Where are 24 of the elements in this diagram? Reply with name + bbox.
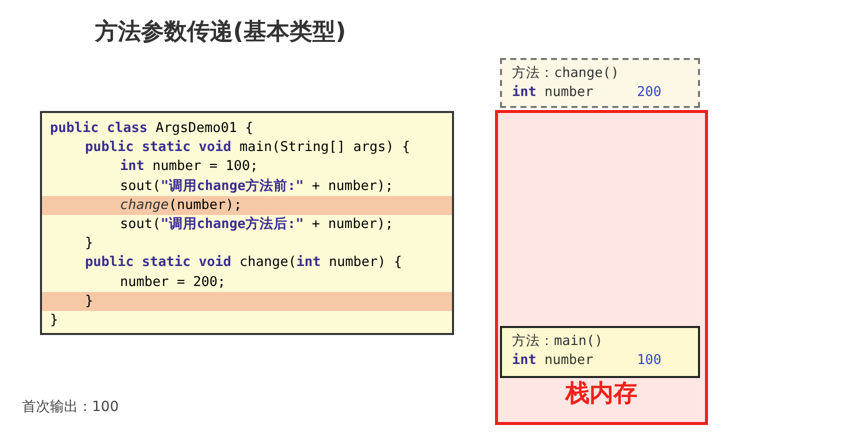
stack-frame [500,58,700,108]
variable-name: int number [512,84,594,100]
code-line: sout("调用change方法前:" + number); [120,176,394,196]
variable-value: 200 [637,84,662,100]
code-line: public static void change(int number) { [85,253,402,272]
variable-name: int number [512,352,594,368]
code-line: sout("调用change方法后:" + number); [120,215,394,234]
memory-label: 栈内存 [564,378,638,409]
slide-title: 方法参数传递(基本类型) [95,18,346,47]
code-line: } [85,292,94,311]
frame-heading: 方法：change() [512,64,620,82]
stack-frame [500,326,700,378]
code-line: public class ArgsDemo01 { [50,119,254,138]
code-line: int number = 100; [120,157,258,176]
frame-heading: 方法：main() [512,332,603,350]
variable-value: 100 [637,352,662,368]
output-note: 首次输出：100 [22,398,119,416]
code-line: change(number); [120,196,242,215]
code-line: } [50,311,58,330]
code-line: } [85,234,94,254]
code-line: public static void main(String[] args) { [85,138,410,158]
code-panel [40,111,454,335]
stack-memory-box [495,110,708,425]
code-line: number = 200; [120,272,226,292]
